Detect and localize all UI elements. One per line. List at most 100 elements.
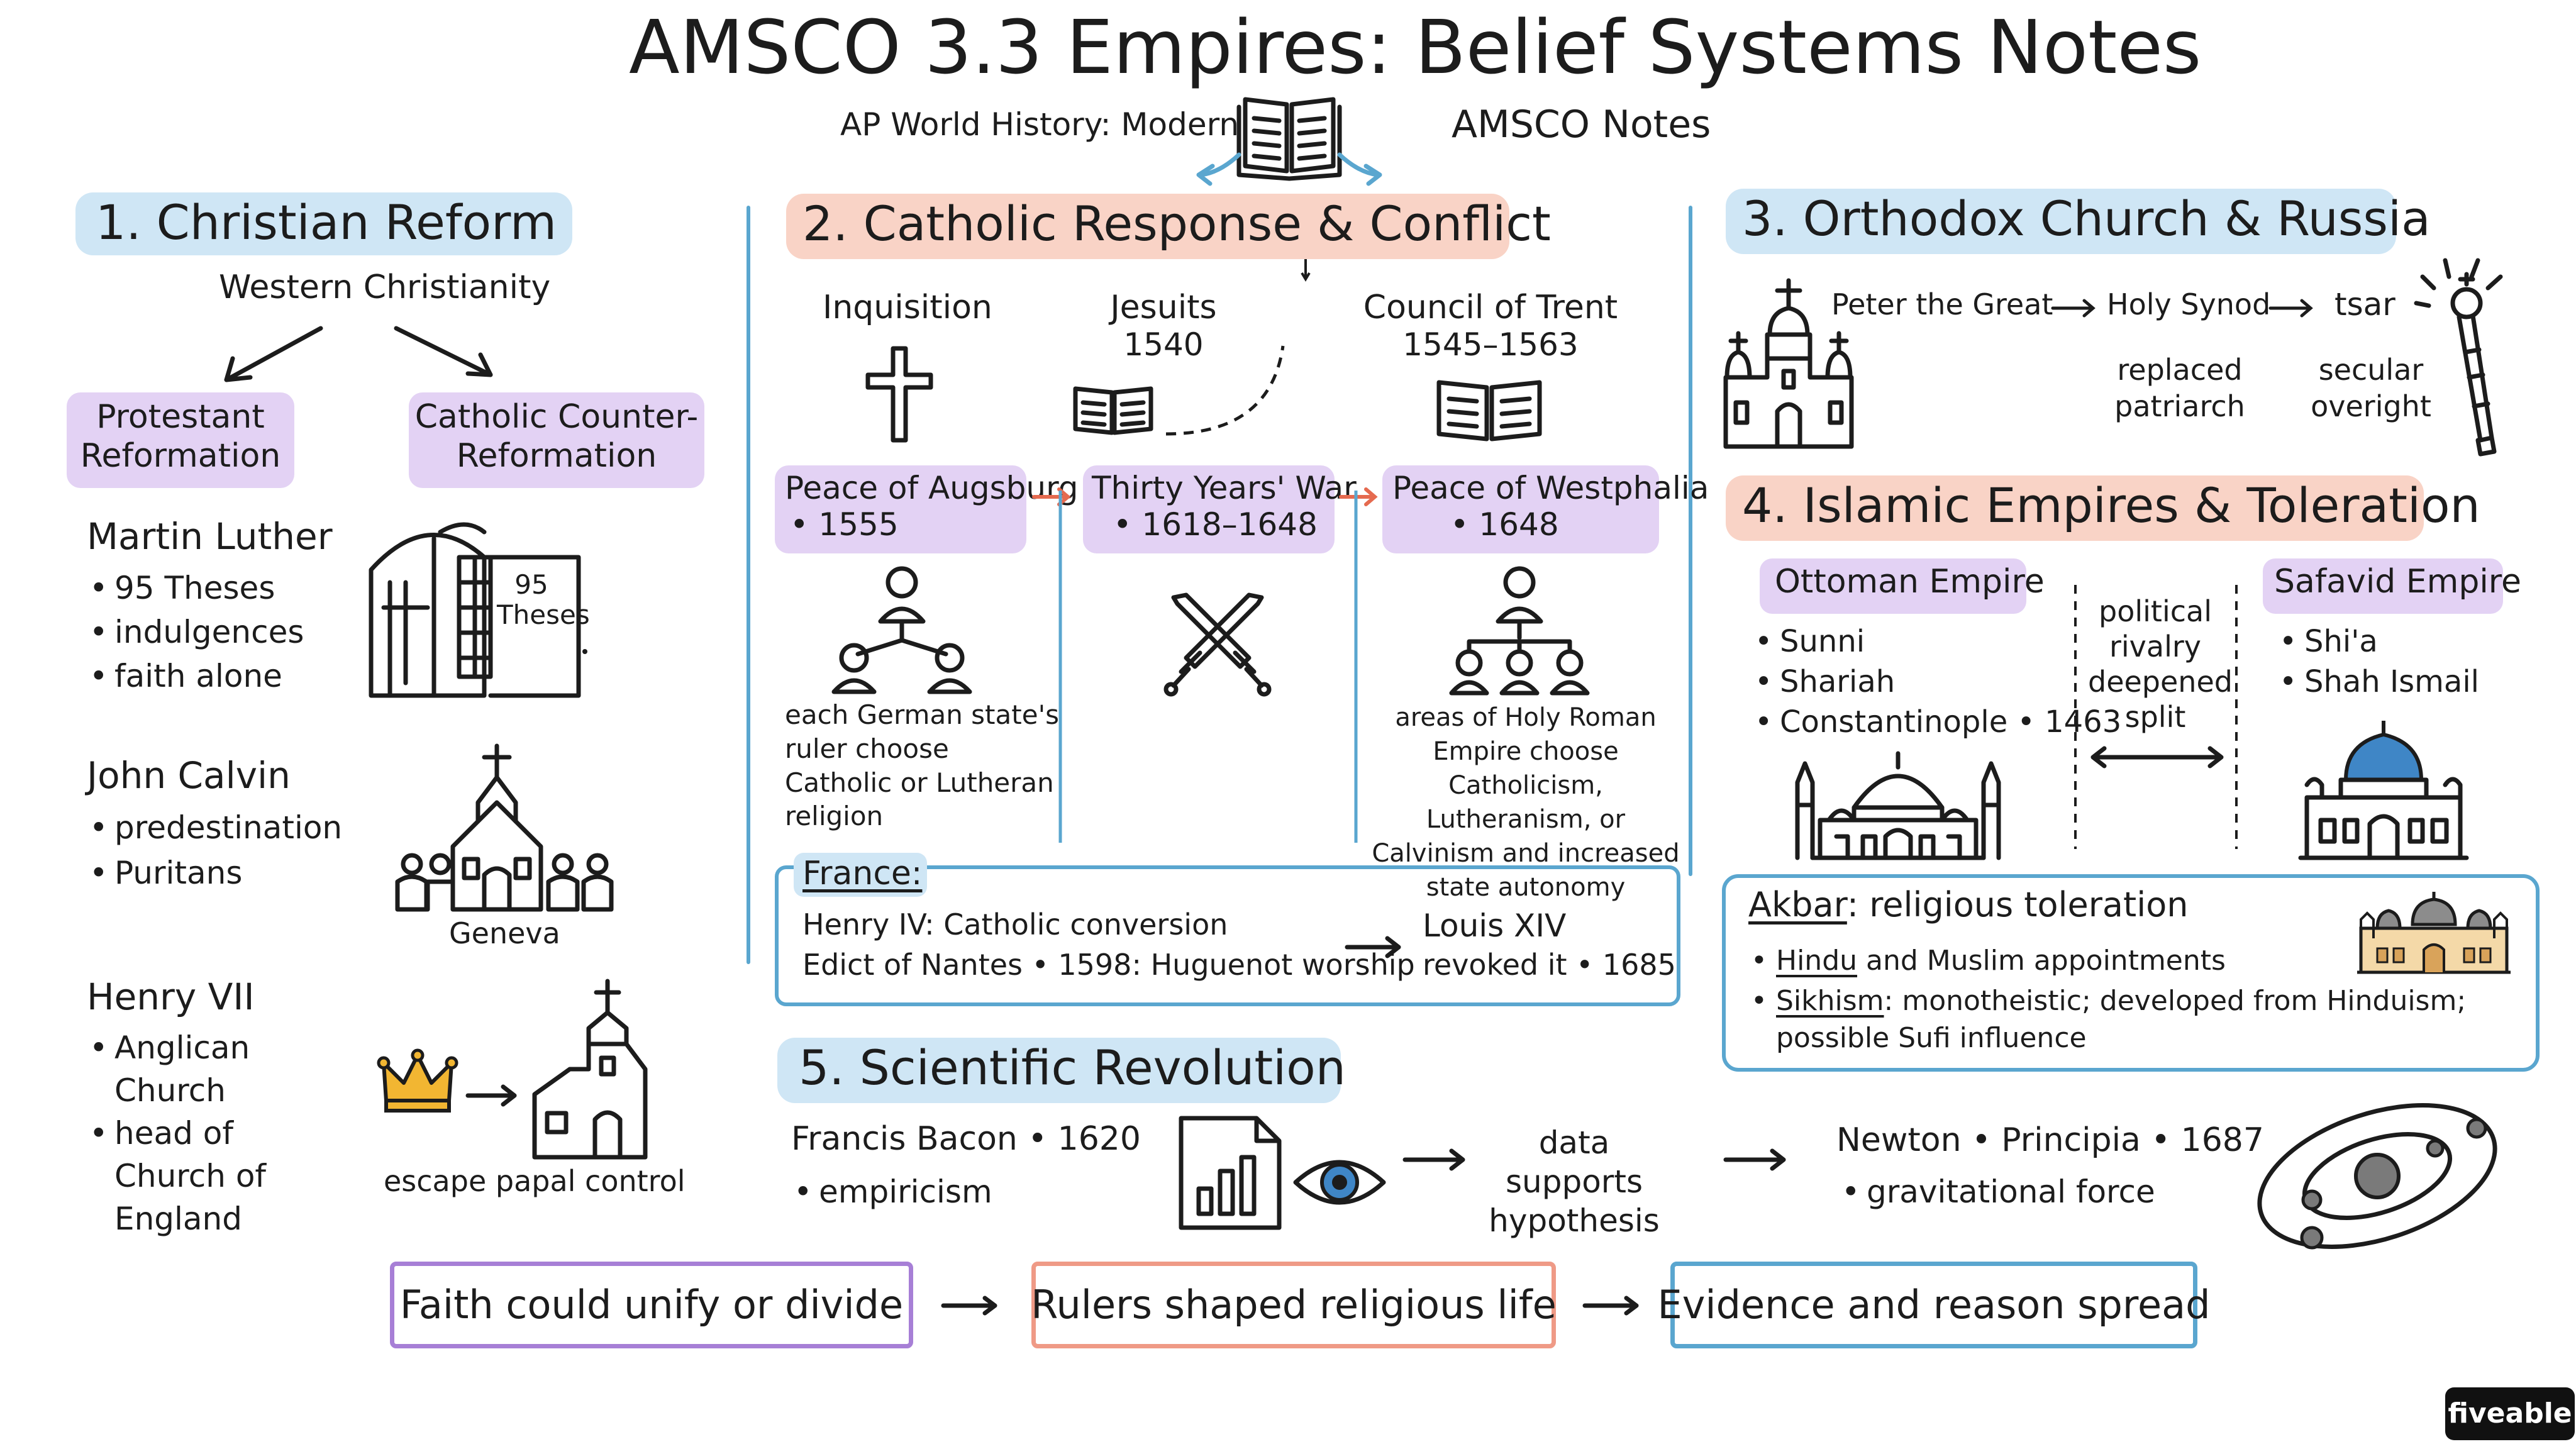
eye-icon	[1293, 1160, 1386, 1205]
summary-arrow-2	[1582, 1296, 1639, 1316]
thirty-years-years: • 1618–1648	[1113, 506, 1318, 543]
section5-highlight	[777, 1038, 1341, 1103]
hindu-term: Hindu	[1776, 945, 1858, 977]
small-down-arrow	[1301, 259, 1311, 282]
thirty-years-label: Thirty Years' War • 1618–1648	[1092, 470, 1357, 543]
safavid-item: Shah Ismail	[2277, 662, 2479, 702]
akbar-item-hindu: Hindu and Muslim appointments	[1748, 941, 2466, 981]
separator-b	[1354, 491, 1358, 843]
akbar-heading: Akbar: religious toleration	[1748, 885, 2189, 924]
orthodox-church-icon	[1723, 278, 1854, 449]
mughal-palace-icon	[2357, 892, 2511, 974]
bacon-item: empiricism	[791, 1174, 992, 1210]
state-hierarchy-icon	[1449, 566, 1590, 696]
westphalia-note: areas of Holy Roman Empire choose Cathol…	[1372, 703, 1680, 902]
anglican-church-icon	[532, 979, 648, 1160]
rivalry-note: political rivalry deepened split	[2088, 594, 2233, 735]
luther-name: Martin Luther	[87, 515, 333, 558]
augsburg-name: Peace of Augsburg	[785, 470, 1079, 506]
course-label: AP World History: Modern	[840, 106, 1240, 143]
france-line2: Edict of Nantes • 1598: Huguenot worship	[802, 948, 1415, 982]
summary-evidence: Evidence and reason spread	[1657, 1282, 2211, 1328]
bacon-label: Francis Bacon • 1620	[791, 1120, 1141, 1158]
france-arrow	[1345, 936, 1401, 958]
door-theses-text: 95 Theses	[497, 569, 590, 631]
catholic-highlight	[409, 392, 704, 488]
crown-icon	[377, 1048, 458, 1113]
france-box	[775, 865, 1680, 1006]
branch-arrows	[224, 326, 493, 382]
trent-name: Council of Trent	[1363, 289, 1618, 326]
red-arrow-1	[1032, 487, 1071, 506]
henry-item: Anglican Church	[87, 1026, 364, 1112]
thirty-years-name: Thirty Years' War	[1092, 470, 1357, 506]
luther-item: 95 Theses	[87, 566, 304, 610]
summary-faith: Faith could unify or divide	[399, 1282, 904, 1328]
synod-note: replaced patriarch	[2114, 353, 2245, 423]
protestant-reformation-label: Protestant Reformation	[80, 398, 281, 475]
luther-list: 95 Theses indulgences faith alone	[87, 566, 304, 698]
calvin-item: Puritans	[87, 850, 342, 896]
safavid-name: Safavid Empire	[2274, 563, 2521, 601]
orbit-icon	[2257, 1103, 2497, 1250]
ruler-hierarchy-icon	[831, 566, 972, 694]
newton-label: Newton • Principia • 1687	[1836, 1121, 2264, 1159]
section4-heading: 4. Islamic Empires & Toleration	[1742, 477, 2480, 533]
safavid-mosque-icon	[2298, 721, 2469, 860]
counter-reformation-label: Catholic Counter-Reformation	[414, 398, 699, 475]
jesuits-year: 1540	[1123, 326, 1204, 363]
red-arrow-2	[1339, 487, 1378, 506]
inquisition-label: Inquisition	[823, 289, 992, 326]
tsar-label: tsar	[2334, 286, 2396, 323]
westphalia-year: • 1648	[1450, 506, 1559, 543]
jesuit-book-icon	[1073, 386, 1153, 435]
safavid-list: Shi'a Shah Ismail	[2277, 621, 2479, 702]
safavid-item: Shi'a	[2277, 621, 2479, 662]
westphalia-name: Peace of Westphalia	[1392, 470, 1709, 506]
page-title: AMSCO 3.3 Empires: Belief Systems Notes	[629, 4, 2202, 91]
fiveable-logo: fiveable	[2445, 1387, 2575, 1440]
calvin-item: predestination	[87, 805, 342, 850]
separator-a	[1058, 491, 1062, 843]
akbar-name: Akbar	[1748, 885, 1847, 924]
summary-arrow-1	[941, 1296, 997, 1316]
rivalry-divider-left	[2074, 585, 2077, 849]
akbar-item-sikhism: Sikhism: monotheistic; developed from Hi…	[1748, 981, 2466, 1021]
newton-list: gravitational force	[1839, 1174, 2155, 1210]
data-supports-note: data supports hypothesis	[1489, 1124, 1660, 1239]
augsburg-note: each German state's ruler choose Catholi…	[785, 699, 1059, 832]
sikhism-line2: possible Sufi influence	[1776, 1022, 2087, 1054]
summary-box-rulers: Rulers shaped religious life	[1031, 1262, 1557, 1348]
thirty-years-highlight	[1083, 465, 1335, 553]
france-line1: Henry IV: Catholic conversion	[802, 908, 1228, 941]
augsburg-year: • 1555	[790, 506, 899, 543]
summary-box-evidence: Evidence and reason spread	[1658, 1262, 2210, 1348]
section3-heading: 3. Orthodox Church & Russia	[1742, 191, 2431, 247]
cross-icon	[865, 346, 933, 443]
ottoman-item: Shariah	[1752, 662, 2121, 702]
western-christianity-label: Western Christianity	[219, 269, 551, 306]
peter-label: Peter the Great	[1831, 287, 2053, 321]
arrow-to-newton	[1723, 1148, 1786, 1171]
section2-heading: 2. Catholic Response & Conflict	[802, 196, 1551, 252]
westphalia-highlight	[1382, 465, 1659, 553]
akbar-toleration: : religious toleration	[1846, 885, 2189, 924]
open-book-icon	[1196, 97, 1382, 186]
calvin-name: John Calvin	[87, 754, 291, 797]
column-divider-left	[747, 206, 750, 964]
france-label-highlight	[794, 853, 927, 897]
section4-highlight	[1726, 475, 2424, 541]
augsburg-highlight	[775, 465, 1026, 553]
arrow-to-data	[1402, 1148, 1465, 1171]
westphalia-label: Peace of Westphalia • 1648	[1392, 470, 1709, 543]
arrow-right-icon	[465, 1084, 517, 1107]
summary-box-faith: Faith could unify or divide	[390, 1262, 913, 1348]
ottoman-mosque-icon	[1795, 751, 2001, 860]
notes-label: AMSCO Notes	[1452, 103, 1711, 147]
dashed-link	[1165, 345, 1285, 436]
augsburg-label: Peace of Augsburg • 1555	[785, 470, 1079, 543]
section3-highlight	[1726, 189, 2396, 254]
bar-chart-icon	[1179, 1116, 1282, 1230]
louis-revoked: revoked it • 1685	[1423, 948, 1676, 982]
sikhism-term: Sikhism	[1776, 985, 1884, 1017]
